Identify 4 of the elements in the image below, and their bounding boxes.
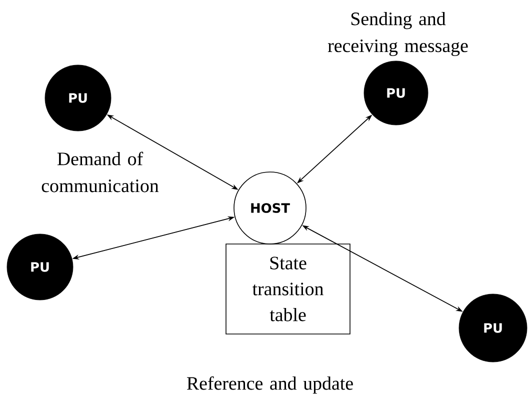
caption-text: Sending and receiving message — [328, 12, 468, 56]
caption-text: Reference and update — [187, 376, 353, 394]
table-box: State transition table — [226, 244, 350, 334]
caption-text: Demand of communication — [42, 152, 159, 192]
